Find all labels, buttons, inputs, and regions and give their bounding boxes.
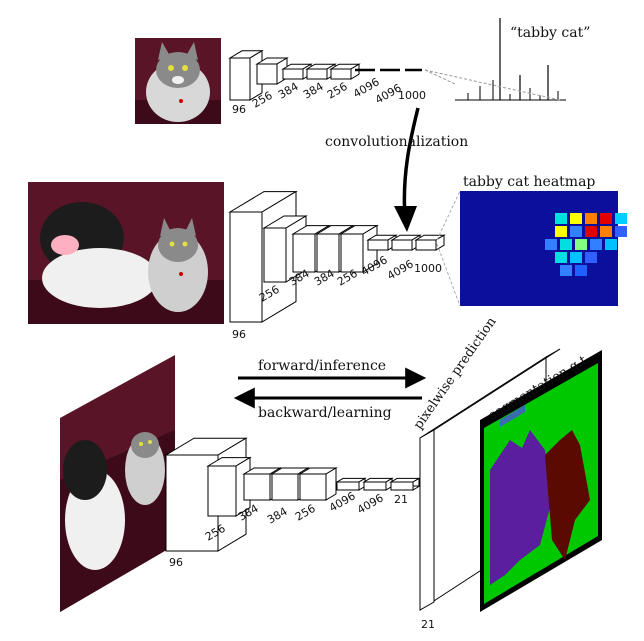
heatmap-cell — [585, 213, 597, 224]
layer-size-label: 96 — [169, 556, 183, 569]
heatmap-cell — [570, 226, 582, 237]
heatmap-cell — [555, 226, 567, 237]
row1-cat-photo — [135, 38, 221, 124]
convolutionalization-arrowhead — [394, 206, 417, 232]
heatmap-cell — [560, 239, 572, 250]
layer-size-label: 1000 — [414, 262, 442, 275]
heatmap-cell — [585, 226, 597, 237]
heatmap-cell — [600, 226, 612, 237]
heatmap-cell — [590, 239, 602, 250]
fc7-block — [364, 478, 392, 490]
convolutionalization-label: convolutionalization — [325, 134, 468, 150]
convolutionalization-arrow — [404, 108, 418, 218]
layer-size-label: 384 — [301, 80, 326, 102]
heatmap-cell — [560, 265, 572, 276]
conv5-block — [331, 64, 359, 79]
row2-dog-cat-photo — [28, 182, 224, 324]
forward-label: forward/inference — [258, 358, 386, 374]
layer-size-label: 384 — [265, 505, 290, 527]
layer-size-label: 256 — [325, 80, 350, 102]
fc6-block — [337, 478, 365, 490]
layer-size-label: 384 — [276, 80, 301, 102]
layer-size-label: 256 — [293, 502, 318, 524]
heatmap-cell — [615, 226, 627, 237]
heatmap-cell — [575, 239, 587, 250]
heatmap-cell — [545, 239, 557, 250]
heatmap-cell — [600, 213, 612, 224]
layer-size-label: 96 — [232, 103, 246, 116]
output-depth-label: 21 — [421, 618, 435, 631]
layer-size-label: 96 — [232, 328, 246, 341]
class-label: “tabby cat” — [510, 25, 590, 41]
heatmap-cell — [555, 213, 567, 224]
heatmap-cell — [570, 252, 582, 263]
layer-size-label: 4096 — [355, 491, 386, 516]
heatmap-title: tabby cat heatmap — [463, 174, 595, 190]
fc8-block — [416, 235, 444, 250]
heatmap-cell — [585, 252, 597, 263]
fc8-block — [391, 478, 419, 490]
layer-size-label: 1000 — [398, 89, 426, 102]
heatmap-cell — [575, 265, 587, 276]
backward-label: backward/learning — [258, 405, 392, 421]
heatmap-cell — [615, 213, 627, 224]
layer-size-label: 21 — [394, 493, 408, 506]
layer-size-label: 4096 — [385, 257, 416, 282]
conv5-block — [300, 468, 336, 500]
row2-heatmap — [437, 191, 627, 306]
row3-input-photo — [60, 355, 175, 612]
heatmap-cell — [555, 252, 567, 263]
heatmap-cell — [605, 239, 617, 250]
heatmap-cell — [570, 213, 582, 224]
